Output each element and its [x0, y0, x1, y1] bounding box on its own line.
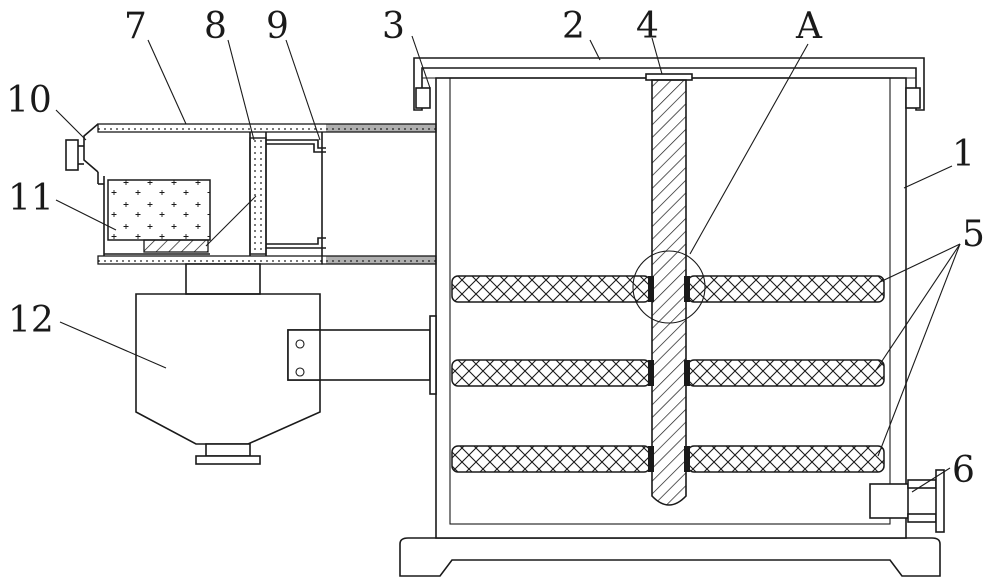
label-1: 1 [952, 134, 975, 175]
label-A: A [795, 6, 823, 47]
guide-brackets [266, 139, 326, 249]
label-2: 2 [562, 6, 585, 47]
label-10: 10 [6, 80, 52, 121]
detail-circle-a [632, 250, 706, 324]
label-12: 12 [8, 300, 54, 341]
label-6: 6 [952, 450, 975, 491]
leader-lines [55, 35, 961, 493]
label-3: 3 [382, 6, 405, 47]
label-9: 9 [266, 6, 289, 47]
lid-clamp-right [905, 87, 921, 109]
inlet-pipe [65, 123, 437, 265]
label-8: 8 [204, 6, 227, 47]
base-stand [399, 537, 941, 577]
stirring-shaft [645, 73, 693, 506]
drain-valve [869, 469, 945, 533]
filter-media-box [104, 179, 211, 255]
screen-plate [205, 132, 267, 256]
filter-layers [451, 275, 885, 473]
inlet-flange [65, 139, 79, 171]
label-7: 7 [124, 6, 147, 47]
reference-labels: 1 2 3 4 A 5 6 7 8 9 10 11 12 [6, 6, 985, 491]
collection-hopper [135, 263, 437, 465]
label-5: 5 [962, 214, 985, 255]
label-11: 11 [8, 178, 54, 219]
label-4: 4 [636, 6, 659, 47]
lid-clamp-left [415, 87, 431, 109]
tank-lid [413, 57, 925, 111]
